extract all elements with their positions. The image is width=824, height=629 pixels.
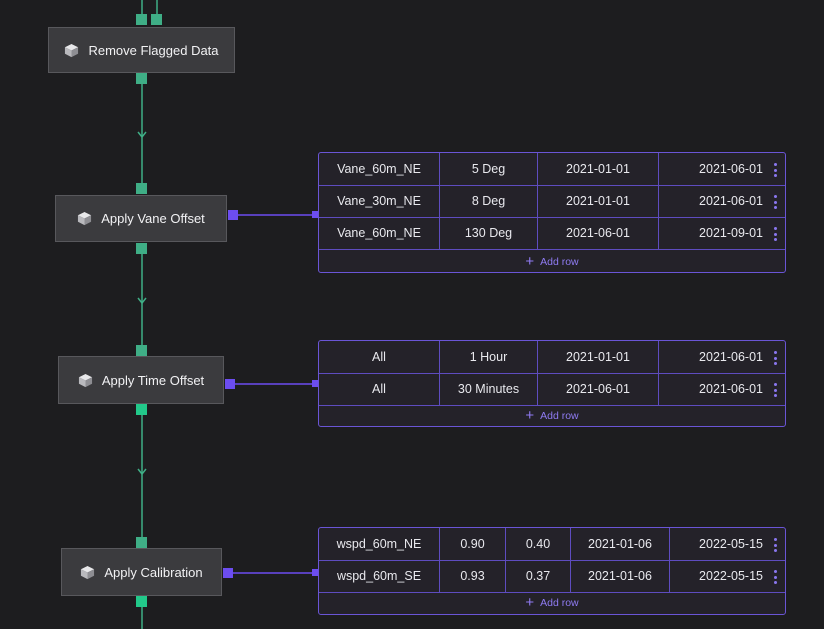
apply-calibration-node[interactable]: Apply Calibration — [61, 548, 222, 596]
add-row-button[interactable]: + Add row — [319, 404, 785, 427]
output-port — [136, 73, 147, 84]
row-menu-icon[interactable] — [773, 383, 777, 397]
add-row-label: Add row — [540, 255, 579, 268]
slope-cell[interactable]: 0.93 — [440, 560, 506, 592]
row-menu-icon[interactable] — [773, 570, 777, 584]
end-date-cell[interactable]: 2021-06-01 — [699, 350, 763, 364]
offset-cell[interactable]: 1 Hour — [440, 341, 538, 373]
start-date-cell[interactable]: 2021-01-01 — [538, 185, 659, 217]
sensor-cell[interactable]: wspd_60m_SE — [319, 560, 440, 592]
node-label: Apply Calibration — [104, 564, 203, 580]
start-date-cell[interactable]: 2021-01-01 — [538, 341, 659, 373]
row-menu-icon[interactable] — [773, 538, 777, 552]
plus-icon: + — [525, 407, 535, 424]
row-menu-icon[interactable] — [773, 227, 777, 241]
sensor-cell[interactable]: wspd_60m_NE — [319, 528, 440, 560]
slope-cell[interactable]: 0.90 — [440, 528, 506, 560]
time-offset-table: All 1 Hour 2021-01-01 2021-06-01 All 30 … — [318, 340, 786, 427]
end-date-cell[interactable]: 2021-06-01 — [699, 162, 763, 176]
plus-icon: + — [525, 594, 535, 611]
start-date-cell[interactable]: 2021-01-01 — [538, 153, 659, 185]
param-port — [312, 380, 319, 387]
plus-icon: + — [525, 253, 535, 270]
remove-flagged-data-node[interactable]: Remove Flagged Data — [48, 27, 235, 73]
param-port — [312, 211, 319, 218]
add-row-label: Add row — [540, 409, 579, 422]
node-label: Remove Flagged Data — [88, 42, 219, 58]
apply-time-offset-node[interactable]: Apply Time Offset — [58, 356, 224, 404]
table-row: wspd_60m_NE 0.90 0.40 2021-01-06 2022-05… — [319, 528, 785, 561]
cube-icon — [81, 565, 95, 579]
output-port — [136, 596, 147, 607]
offset-cell[interactable]: 130 Deg — [440, 217, 538, 249]
table-row: wspd_60m_SE 0.93 0.37 2021-01-06 2022-05… — [319, 560, 785, 593]
cube-icon — [65, 43, 79, 57]
table-row: Vane_60m_NE 130 Deg 2021-06-01 2021-09-0… — [319, 217, 785, 250]
sensor-cell[interactable]: All — [319, 341, 440, 373]
table-row: Vane_60m_NE 5 Deg 2021-01-01 2021-06-01 — [319, 153, 785, 186]
param-port — [228, 210, 238, 220]
table-row: All 1 Hour 2021-01-01 2021-06-01 — [319, 341, 785, 374]
sensor-cell[interactable]: Vane_30m_NE — [319, 185, 440, 217]
input-port — [151, 14, 162, 25]
start-date-cell[interactable]: 2021-06-01 — [538, 373, 659, 405]
add-row-label: Add row — [540, 596, 579, 609]
input-port — [136, 345, 147, 356]
input-port — [136, 537, 147, 548]
sensor-cell[interactable]: Vane_60m_NE — [319, 153, 440, 185]
intercept-cell[interactable]: 0.37 — [506, 560, 571, 592]
output-port — [136, 404, 147, 415]
calibration-table: wspd_60m_NE 0.90 0.40 2021-01-06 2022-05… — [318, 527, 786, 615]
row-menu-icon[interactable] — [773, 351, 777, 365]
offset-cell[interactable]: 8 Deg — [440, 185, 538, 217]
sensor-cell[interactable]: All — [319, 373, 440, 405]
end-date-cell[interactable]: 2021-06-01 — [699, 194, 763, 208]
end-date-cell[interactable]: 2021-06-01 — [699, 382, 763, 396]
offset-cell[interactable]: 5 Deg — [440, 153, 538, 185]
vane-offset-table: Vane_60m_NE 5 Deg 2021-01-01 2021-06-01 … — [318, 152, 786, 273]
cube-icon — [78, 373, 92, 387]
offset-cell[interactable]: 30 Minutes — [440, 373, 538, 405]
sensor-cell[interactable]: Vane_60m_NE — [319, 217, 440, 249]
node-label: Apply Vane Offset — [101, 211, 205, 226]
end-date-cell[interactable]: 2022-05-15 — [699, 537, 763, 551]
intercept-cell[interactable]: 0.40 — [506, 528, 571, 560]
param-port — [312, 569, 319, 576]
apply-vane-offset-node[interactable]: Apply Vane Offset — [55, 195, 227, 242]
node-label: Apply Time Offset — [101, 372, 205, 388]
start-date-cell[interactable]: 2021-06-01 — [538, 217, 659, 249]
table-row: Vane_30m_NE 8 Deg 2021-01-01 2021-06-01 — [319, 185, 785, 218]
param-port — [225, 379, 235, 389]
end-date-cell[interactable]: 2022-05-15 — [699, 569, 763, 583]
output-port — [136, 243, 147, 254]
row-menu-icon[interactable] — [773, 195, 777, 209]
add-row-button[interactable]: + Add row — [319, 250, 785, 273]
input-port — [136, 14, 147, 25]
add-row-button[interactable]: + Add row — [319, 591, 785, 614]
param-port — [223, 568, 233, 578]
input-port — [136, 183, 147, 194]
start-date-cell[interactable]: 2021-01-06 — [571, 528, 670, 560]
cube-icon — [78, 211, 92, 226]
row-menu-icon[interactable] — [773, 163, 777, 177]
start-date-cell[interactable]: 2021-01-06 — [571, 560, 670, 592]
end-date-cell[interactable]: 2021-09-01 — [699, 226, 763, 240]
table-row: All 30 Minutes 2021-06-01 2021-06-01 — [319, 373, 785, 406]
